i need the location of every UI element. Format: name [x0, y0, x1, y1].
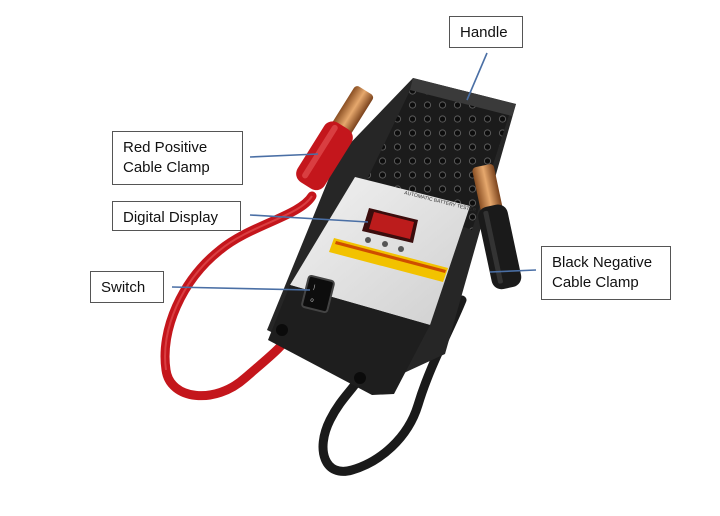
tester-body: AUTOMATIC BATTERY TESTER | o — [267, 78, 516, 395]
callout-red-line1: Red Positive — [123, 139, 208, 156]
red-clamp — [296, 86, 374, 191]
leader-handle — [466, 52, 488, 101]
leader-switch — [171, 286, 311, 291]
svg-text:o: o — [310, 297, 315, 304]
callout-digital-display: Digital Display — [112, 201, 241, 231]
callout-switch-label: Switch — [101, 279, 146, 296]
callout-switch: Switch — [90, 271, 164, 303]
callout-black-line1: Black Negative — [552, 254, 653, 271]
black-clamp — [472, 164, 522, 290]
callout-display-label: Digital Display — [123, 209, 219, 226]
callout-red-line2: Cable Clamp — [123, 159, 210, 176]
callout-red-positive-clamp: Red Positive Cable Clamp — [112, 131, 243, 185]
power-switch — [301, 274, 335, 314]
callout-handle: Handle — [449, 16, 523, 48]
handle-top — [410, 78, 516, 116]
leader-display — [249, 214, 369, 223]
lower-housing — [268, 285, 430, 395]
black-cable — [318, 295, 467, 476]
callout-handle-label: Handle — [460, 24, 508, 41]
leader-red — [249, 153, 319, 158]
leader-black — [489, 269, 537, 273]
callout-black-line2: Cable Clamp — [552, 274, 639, 291]
svg-text:|: | — [313, 285, 316, 291]
callout-black-negative-clamp: Black Negative Cable Clamp — [541, 246, 671, 300]
